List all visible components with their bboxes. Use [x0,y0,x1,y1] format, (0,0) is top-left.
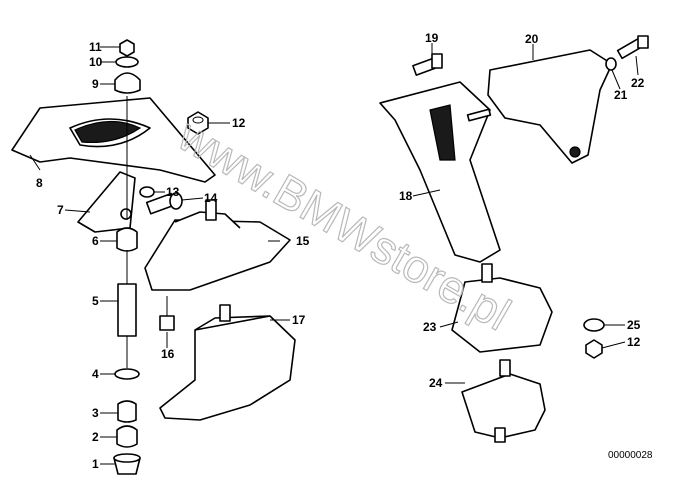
callout-13[interactable]: 13 [166,185,180,199]
nut-part-11[interactable] [119,39,135,57]
callout-21[interactable]: 21 [614,88,628,102]
washer-part-21[interactable] [605,57,617,71]
callout-labels: 11 10 9 12 8 7 13 14 6 15 5 16 17 4 3 2 … [36,31,645,471]
rubber-mount-part-15[interactable] [144,199,291,291]
washer-part-13[interactable] [139,186,155,198]
rubber-buffer-part-9[interactable] [114,72,141,94]
rubber-mount-part-24[interactable] [461,359,546,443]
callout-25[interactable]: 25 [627,318,641,332]
nut-part-12-right[interactable] [585,339,603,359]
callout-10[interactable]: 10 [89,55,103,69]
engine-mount-part-17[interactable] [159,304,296,421]
bracket-plate-part-7[interactable] [77,171,136,233]
drawing-code: 00000028 [608,450,653,461]
callout-17[interactable]: 17 [292,313,306,327]
leader-lines [29,43,639,465]
callout-4[interactable]: 4 [92,367,99,381]
callout-15[interactable]: 15 [296,234,310,248]
callout-1[interactable]: 1 [92,457,99,471]
washer-part-25[interactable] [583,318,605,332]
washer-part-10[interactable] [115,56,139,68]
cup-part-1[interactable] [113,453,141,475]
callout-9[interactable]: 9 [92,77,99,91]
callout-24[interactable]: 24 [429,376,443,390]
callout-11[interactable]: 11 [89,40,102,54]
rubber-buffer-part-2[interactable] [116,425,138,448]
washer-part-4[interactable] [114,368,140,380]
rubber-mount-part-23[interactable] [451,263,553,353]
rubber-buffer-part-3[interactable] [117,400,137,423]
engine-bracket-part-8[interactable] [11,97,216,183]
callout-14[interactable]: 14 [204,191,218,205]
support-bracket-part-18[interactable] [379,81,501,263]
nut-part-12-left[interactable] [187,111,209,135]
callout-18[interactable]: 18 [399,189,413,203]
bolt-part-22[interactable] [616,35,649,60]
nut-part-16[interactable] [159,315,175,331]
mounting-plate-part-20[interactable] [487,49,613,164]
bolt-part-19[interactable] [412,53,443,76]
strut-part-5[interactable] [117,250,137,368]
callout-7[interactable]: 7 [57,203,64,217]
callout-16[interactable]: 16 [161,347,175,361]
callout-2[interactable]: 2 [92,430,99,444]
callout-19[interactable]: 19 [425,31,439,45]
callout-6[interactable]: 6 [92,234,99,248]
rubber-buffer-part-6[interactable] [116,227,138,252]
callout-23[interactable]: 23 [423,320,437,334]
callout-12-right[interactable]: 12 [627,335,641,349]
callout-8[interactable]: 8 [36,176,43,190]
callout-20[interactable]: 20 [525,32,539,46]
callout-3[interactable]: 3 [92,406,99,420]
bolt-part-14[interactable] [145,192,183,215]
callout-5[interactable]: 5 [92,294,99,308]
callout-22[interactable]: 22 [631,76,645,90]
callout-12[interactable]: 12 [232,116,246,130]
